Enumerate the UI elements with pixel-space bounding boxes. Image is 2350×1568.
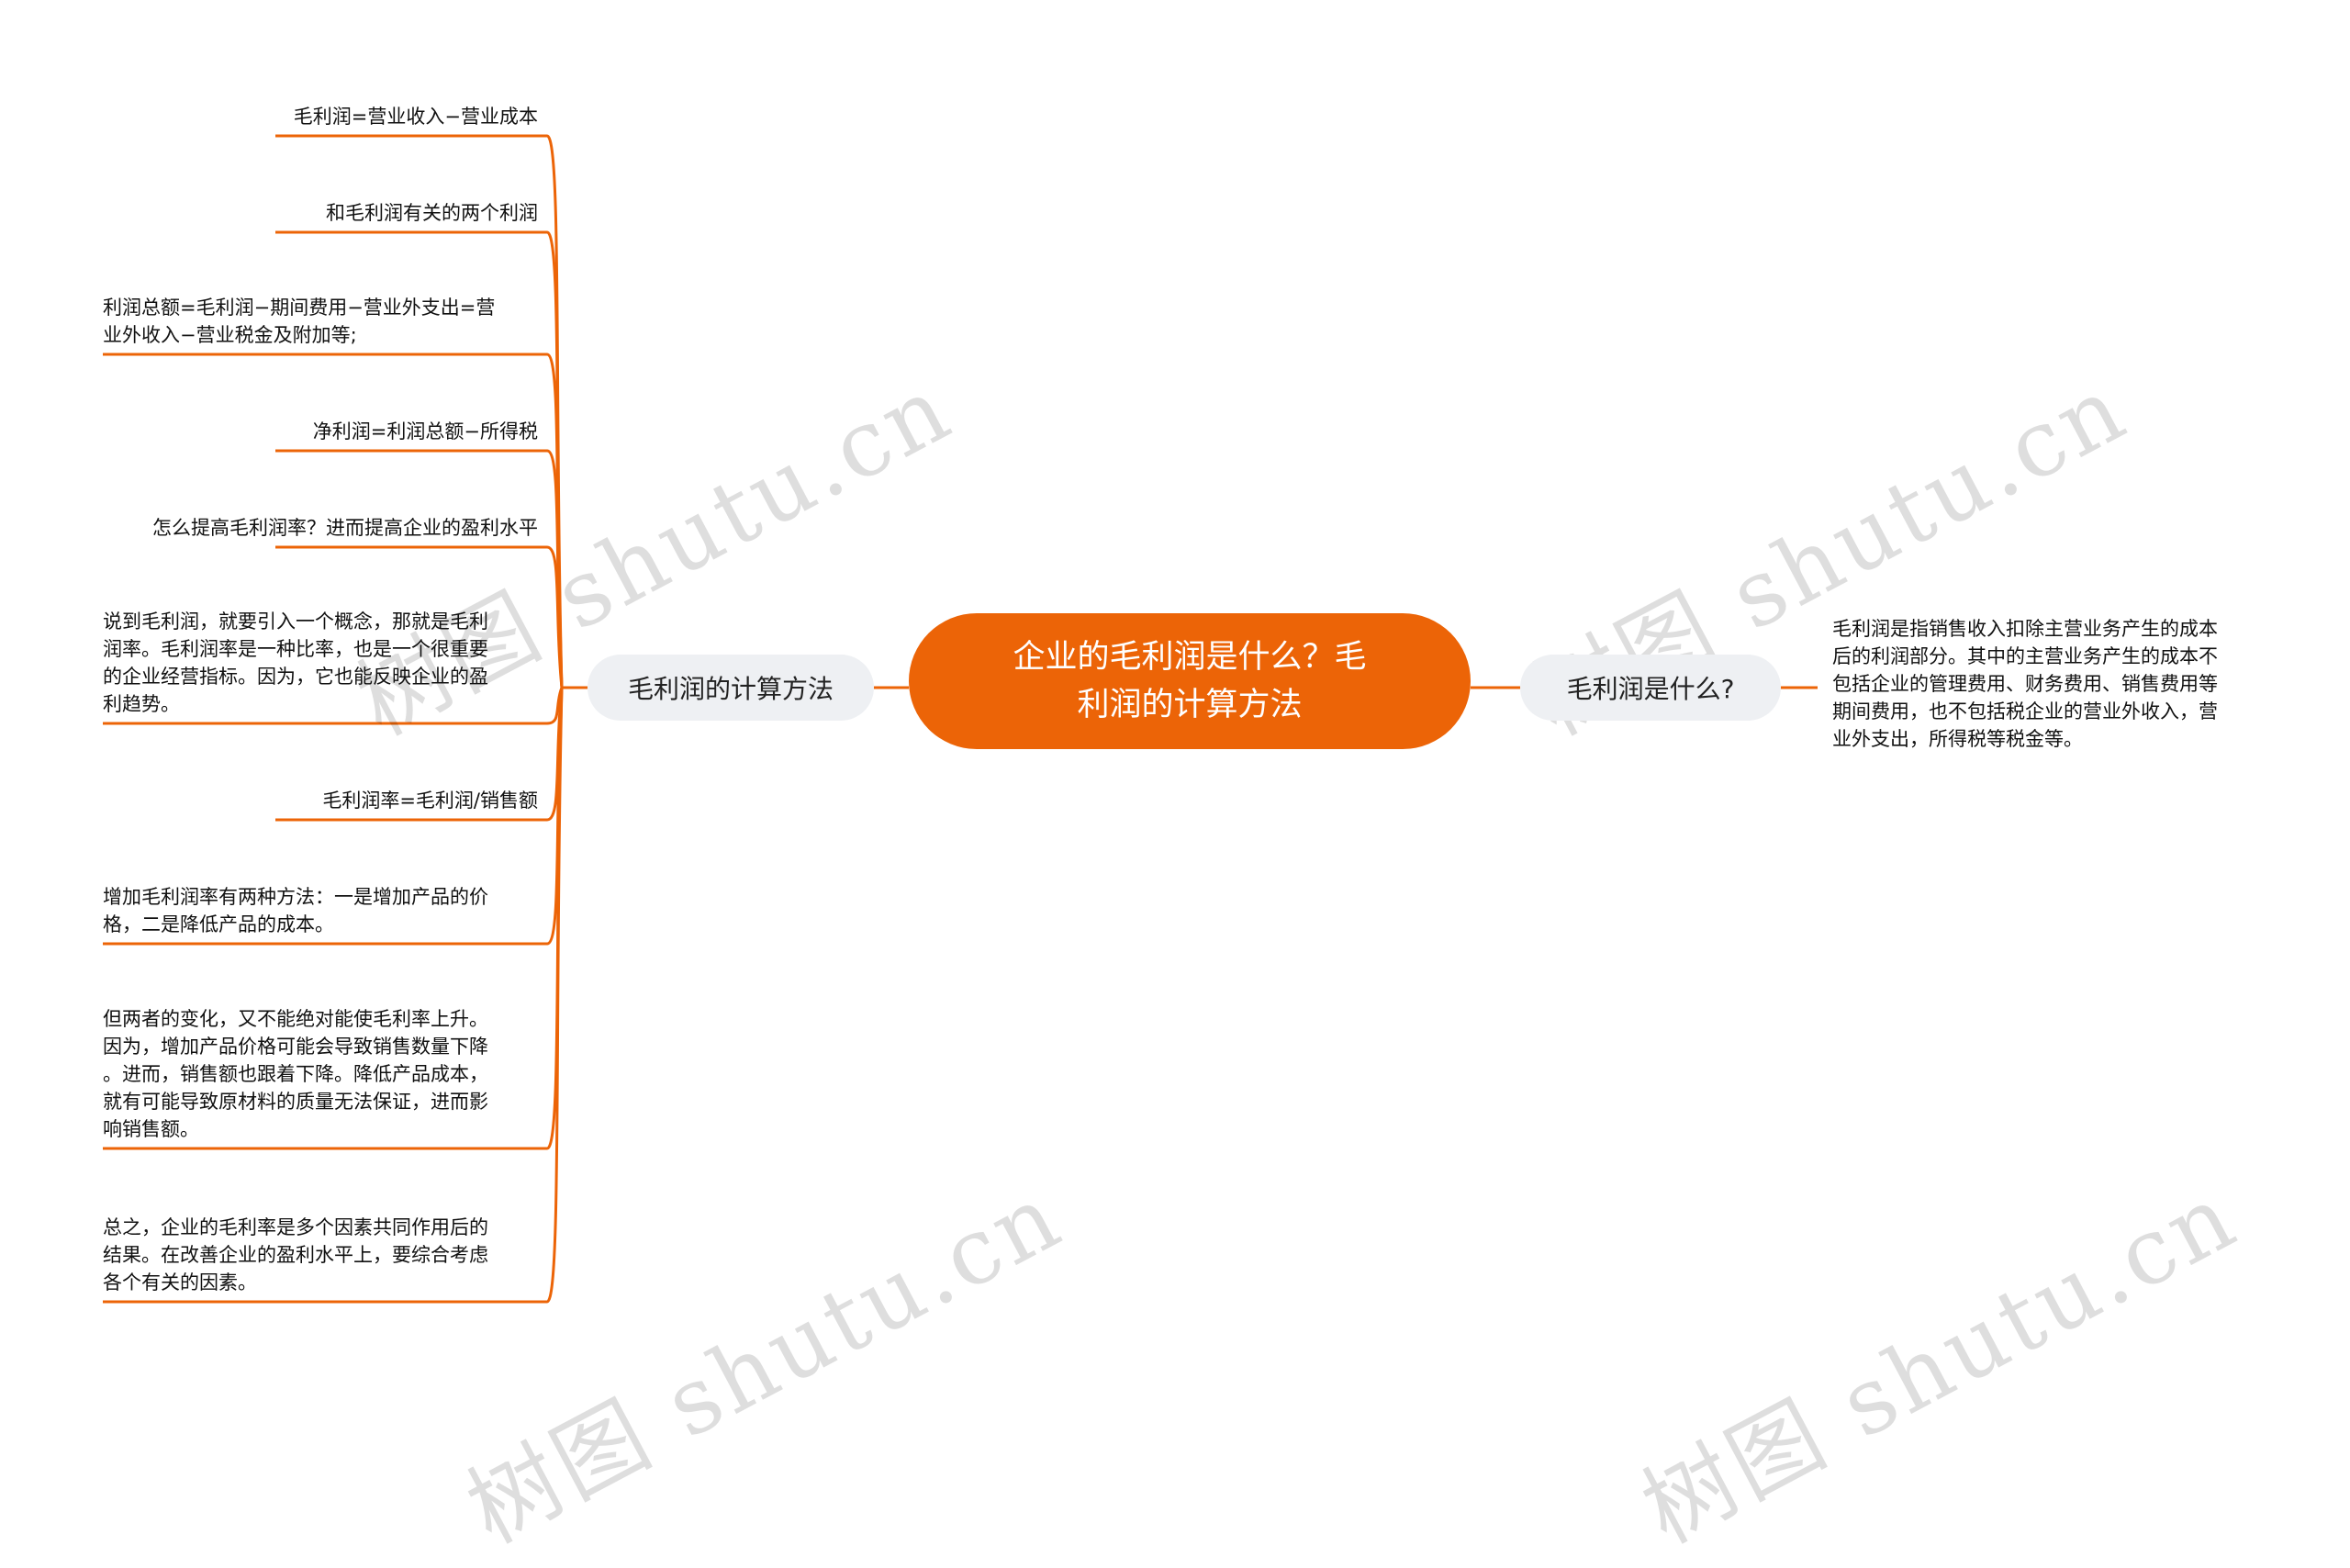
leaf-text-line: 总之，企业的毛利率是多个因素共同作用后的 bbox=[103, 1216, 488, 1238]
connector-lines bbox=[103, 134, 1818, 1304]
root-topic-line: 利润的计算方法 bbox=[1077, 687, 1303, 723]
leaf-text-line: 利趋势。 bbox=[103, 693, 180, 715]
branch-label: 毛利润是什么? bbox=[1566, 674, 1735, 704]
leaf-topic[interactable]: 但两者的变化，又不能绝对能使毛利率上升。因为，增加产品价格可能会导致销售数量下降… bbox=[103, 1005, 538, 1143]
leaf-text-line: 毛利润是指销售收入扣除主营业务产生的成本 bbox=[1832, 618, 2218, 640]
leaf-text-line: 后的利润部分。其中的主营业务产生的成本不 bbox=[1832, 645, 2218, 667]
leaf-text-line: 净利润=利润总额−所得税 bbox=[312, 420, 538, 442]
leaf-text-line: 。进而，销售额也跟着下降。降低产品成本， bbox=[103, 1063, 488, 1085]
branch-calculation-method[interactable]: 毛利润的计算方法 bbox=[588, 655, 874, 721]
leaf-text-line: 的企业经营指标。因为，它也能反映企业的盈 bbox=[103, 666, 488, 688]
leaf-topic[interactable]: 说到毛利润，就要引入一个概念，那就是毛利润率。毛利润率是一种比率，也是一个很重要… bbox=[103, 608, 538, 718]
leaf-text-line: 响销售额。 bbox=[103, 1118, 199, 1140]
connector-line bbox=[546, 686, 588, 725]
leaf-text-line: 包括企业的管理费用、财务费用、销售费用等 bbox=[1832, 673, 2218, 695]
leaf-text-line: 增加毛利润率有两种方法：一是增加产品的价 bbox=[103, 886, 488, 908]
leaf-text-line: 就有可能导致原材料的质量无法保证，进而影 bbox=[103, 1091, 488, 1113]
leaf-topic[interactable]: 怎么提高毛利润率？进而提高企业的盈利水平 bbox=[103, 514, 538, 542]
leaf-text-line: 说到毛利润，就要引入一个概念，那就是毛利 bbox=[103, 610, 488, 633]
root-topic[interactable]: 企业的毛利润是什么？毛 利润的计算方法 bbox=[909, 613, 1471, 749]
connector-line bbox=[546, 686, 588, 822]
leaf-text-line: 格，二是降低产品的成本。 bbox=[103, 913, 334, 935]
leaf-text-line: 毛利润=营业收入−营业成本 bbox=[293, 106, 538, 128]
leaf-topic[interactable]: 毛利润是指销售收入扣除主营业务产生的成本后的利润部分。其中的主营业务产生的成本不… bbox=[1832, 615, 2273, 753]
leaf-text-line: 和毛利润有关的两个利润 bbox=[326, 202, 538, 224]
leaf-text-line: 怎么提高毛利润率？进而提高企业的盈利水平 bbox=[152, 517, 538, 539]
connector-line bbox=[546, 353, 588, 689]
leaf-topic[interactable]: 利润总额=毛利润−期间费用−营业外支出=营业外收入−营业税金及附加等; bbox=[103, 294, 538, 349]
branch-what-is-gross-profit[interactable]: 毛利润是什么? bbox=[1520, 655, 1781, 721]
connector-line bbox=[546, 449, 588, 689]
leaf-topic[interactable]: 增加毛利润率有两种方法：一是增加产品的价格，二是降低产品的成本。 bbox=[103, 883, 538, 938]
leaf-topic[interactable]: 和毛利润有关的两个利润 bbox=[103, 199, 538, 227]
leaf-text-line: 业外支出，所得税等税金等。 bbox=[1832, 728, 2083, 750]
leaf-text-line: 润率。毛利润率是一种比率，也是一个很重要 bbox=[103, 638, 488, 660]
connector-line bbox=[545, 134, 588, 689]
branch-label: 毛利润的计算方法 bbox=[627, 674, 834, 704]
connector-line bbox=[545, 686, 588, 1304]
leaf-text-line: 利润总额=毛利润−期间费用−营业外支出=营 bbox=[103, 297, 496, 319]
leaf-text-line: 毛利润率=毛利润/销售额 bbox=[322, 790, 538, 812]
leaf-topic[interactable]: 毛利润=营业收入−营业成本 bbox=[103, 103, 538, 130]
leaf-text-line: 结果。在改善企业的盈利水平上，要综合考虑 bbox=[103, 1244, 488, 1266]
leaf-topic[interactable]: 总之，企业的毛利率是多个因素共同作用后的结果。在改善企业的盈利水平上，要综合考虑… bbox=[103, 1214, 538, 1296]
leaf-text-line: 因为，增加产品价格可能会导致销售数量下降 bbox=[103, 1036, 488, 1058]
leaf-text-line: 业外收入−营业税金及附加等; bbox=[103, 324, 357, 346]
leaf-text-line: 各个有关的因素。 bbox=[103, 1271, 257, 1294]
leaf-text-line: 但两者的变化，又不能绝对能使毛利率上升。 bbox=[103, 1008, 488, 1030]
connector-line bbox=[546, 545, 588, 689]
leaf-topic[interactable]: 毛利润率=毛利润/销售额 bbox=[103, 787, 538, 814]
root-topic-line: 企业的毛利润是什么？毛 bbox=[1013, 639, 1367, 676]
leaf-topic[interactable]: 净利润=利润总额−所得税 bbox=[103, 418, 538, 445]
connector-line bbox=[546, 686, 588, 1150]
leaf-text-line: 期间费用，也不包括税企业的营业外收入，营 bbox=[1832, 700, 2218, 722]
